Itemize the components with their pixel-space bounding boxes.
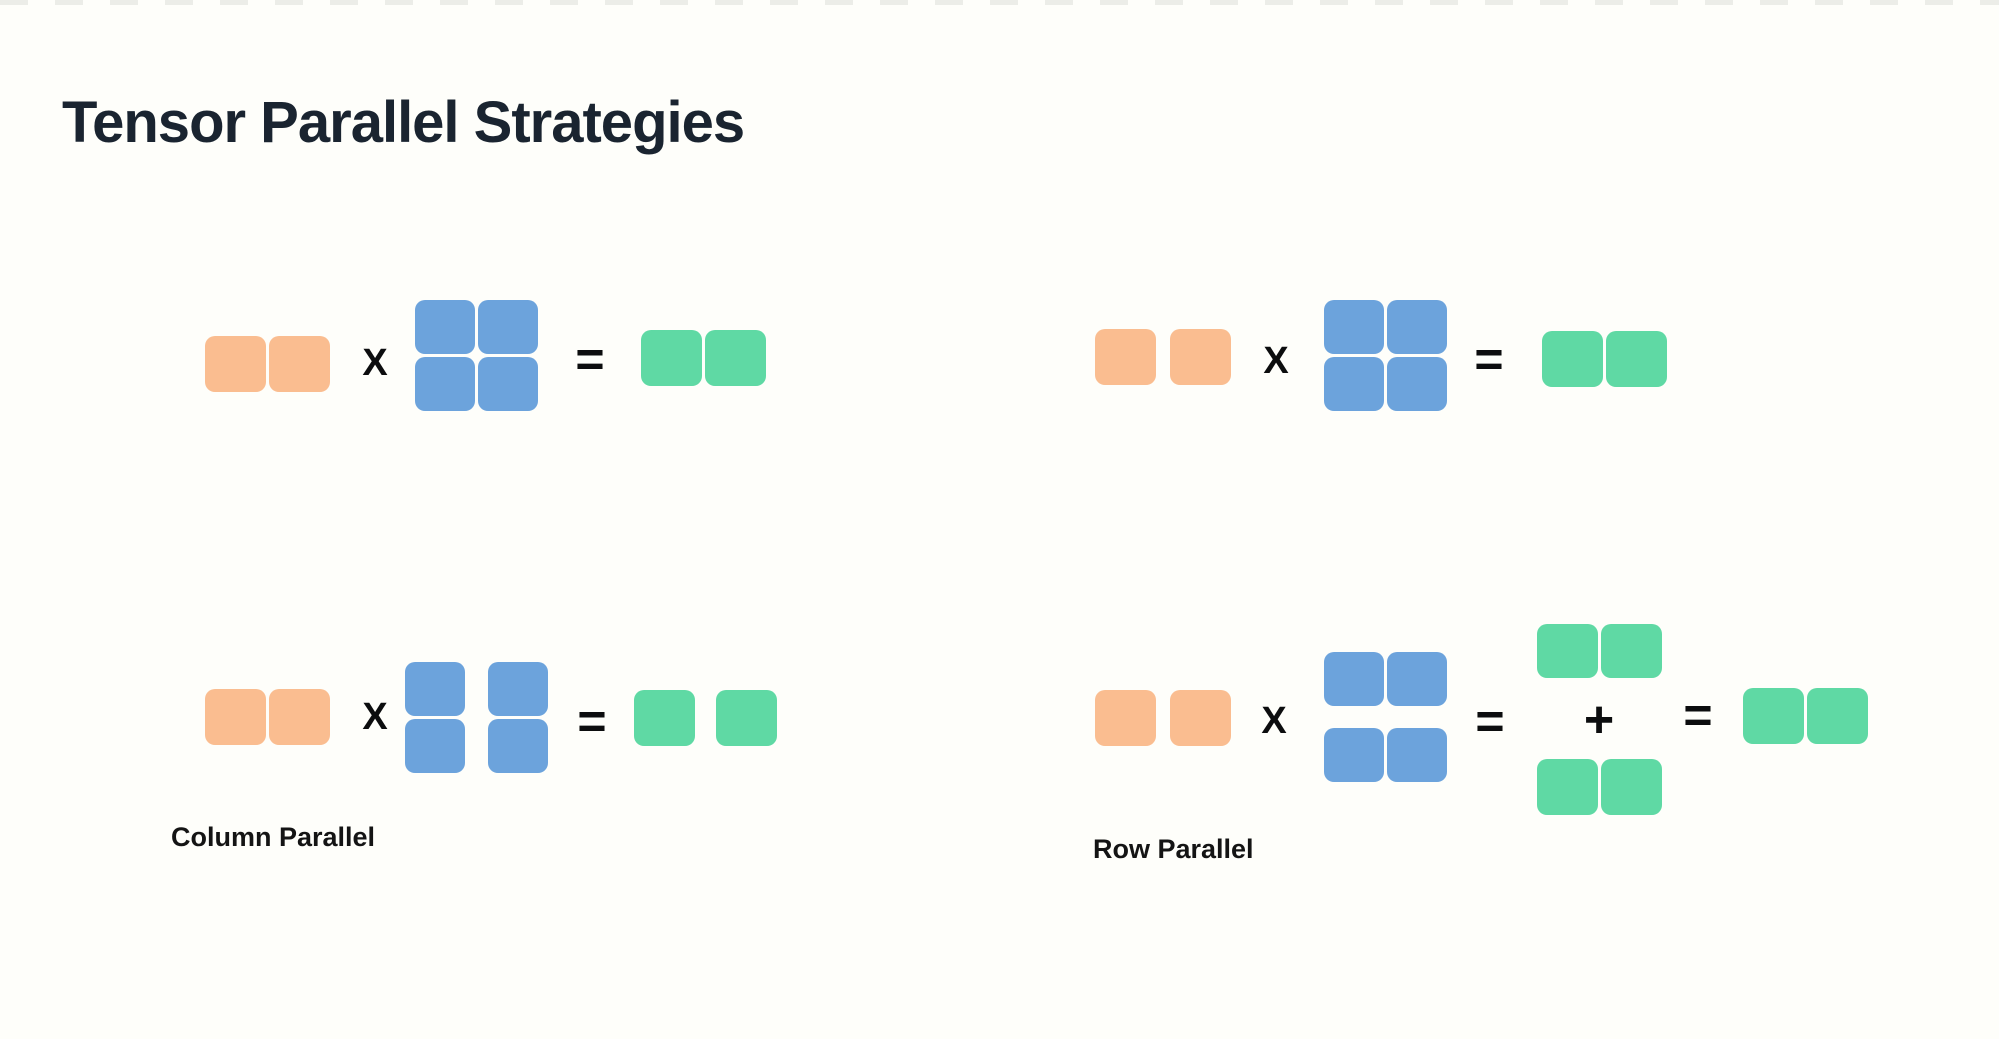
matrix-block	[488, 719, 548, 773]
matrix-block	[1095, 329, 1156, 385]
diagram-label: Column Parallel	[171, 822, 376, 852]
matrix-block	[1387, 300, 1447, 354]
matrix-block	[1095, 690, 1156, 746]
matrix-block	[1537, 624, 1598, 678]
multiply-operator: X	[362, 696, 388, 738]
matrix-block	[1807, 688, 1868, 744]
matrix-block	[1601, 759, 1662, 815]
plus-operator: +	[1583, 691, 1615, 749]
equals-operator: =	[1475, 693, 1505, 749]
matrix-block	[1743, 688, 1804, 744]
equals-operator: =	[1474, 331, 1504, 387]
matrix-block	[641, 330, 702, 386]
matrix-block	[269, 689, 330, 745]
equals-operator: =	[1683, 687, 1713, 743]
diagram-label: Row Parallel	[1093, 834, 1254, 864]
equals-operator: =	[577, 693, 607, 749]
matrix-block	[405, 719, 465, 773]
matrix-block	[1324, 357, 1384, 411]
matrix-block	[205, 336, 266, 392]
matrix-block	[415, 300, 475, 354]
matrix-block	[1324, 728, 1384, 782]
matrix-block	[405, 662, 465, 716]
matrix-block	[1387, 728, 1447, 782]
matrix-block	[1606, 331, 1667, 387]
matrix-block	[1537, 759, 1598, 815]
multiply-operator: X	[1263, 340, 1289, 382]
multiply-operator: X	[362, 342, 388, 384]
matrix-block	[634, 690, 695, 746]
matrix-block	[1542, 331, 1603, 387]
matrix-block	[1170, 329, 1231, 385]
matrix-block	[478, 357, 538, 411]
equals-operator: =	[575, 331, 605, 387]
matrix-block	[1387, 357, 1447, 411]
top-dashed-border	[0, 0, 1999, 5]
matrix-block	[1324, 300, 1384, 354]
page-title: Tensor Parallel Strategies	[62, 89, 745, 155]
matrix-block	[716, 690, 777, 746]
matrix-block	[1324, 652, 1384, 706]
matrix-block	[1387, 652, 1447, 706]
matrix-block	[705, 330, 766, 386]
matrix-block	[478, 300, 538, 354]
matrix-block	[415, 357, 475, 411]
matrix-block	[1601, 624, 1662, 678]
multiply-operator: X	[1261, 700, 1287, 742]
matrix-block	[488, 662, 548, 716]
matrix-block	[269, 336, 330, 392]
matrix-block	[1170, 690, 1231, 746]
matrix-block	[205, 689, 266, 745]
